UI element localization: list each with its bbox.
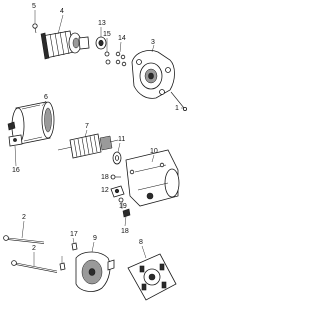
callout-15: 15: [103, 31, 111, 38]
part-19-screw: [118, 197, 124, 203]
part-10-solenoid: [125, 149, 180, 207]
part-13-collar: [95, 36, 107, 50]
part-14-screws: [115, 51, 127, 67]
part-16-terminal-clip: [8, 134, 23, 147]
callout-8: 8: [139, 239, 143, 246]
part-5-clip: [32, 23, 38, 34]
part-6-yoke: [7, 101, 55, 145]
callout-18-upper: 18: [101, 174, 109, 181]
callout-12: 12: [101, 187, 109, 194]
callout-6: 6: [44, 94, 48, 101]
callout-2-upper: 2: [22, 214, 26, 221]
callout-19: 19: [119, 203, 127, 210]
callout-3: 3: [151, 39, 155, 46]
part-15-nuts: [104, 51, 111, 65]
part-2-through-bolt-lower: [11, 260, 58, 273]
callout-7: 7: [85, 123, 89, 130]
callout-4: 4: [60, 8, 64, 15]
part-7-armature: [57, 133, 119, 159]
part-2-through-bolt-upper: [3, 235, 45, 244]
part-18-screw-lower: [122, 208, 131, 218]
callout-1: 1: [175, 105, 179, 112]
part-12-plunger: [110, 185, 125, 198]
callout-9: 9: [93, 235, 97, 242]
part-18-screw-upper: [110, 174, 121, 180]
part-8-brush-holder: [127, 253, 177, 301]
callout-11: 11: [118, 136, 125, 143]
part-3-gear-housing: [131, 50, 187, 112]
callout-labels: 5 4 13 15 14 3 1 6 7 11 10 18 12 19 18 1…: [12, 3, 179, 252]
callout-13: 13: [98, 20, 106, 27]
part-9-end-cover: [75, 251, 115, 292]
callout-16: 16: [12, 167, 20, 174]
callout-17-upper: 17: [70, 231, 78, 238]
leader-lines: [14, 10, 184, 266]
part-17-screws: [59, 242, 78, 271]
part-4-overrunning-clutch: [40, 30, 90, 60]
callout-5: 5: [32, 3, 36, 10]
callout-10: 10: [150, 148, 158, 155]
callout-2-lower: 2: [32, 245, 36, 252]
callout-14: 14: [118, 35, 126, 42]
callout-18-lower: 18: [121, 228, 129, 235]
part-11-washer: [112, 151, 122, 165]
starter-motor-exploded-diagram: 5 4 13 15 14 3 1 6 7 11 10 18 12 19 18 1…: [3, 3, 187, 301]
